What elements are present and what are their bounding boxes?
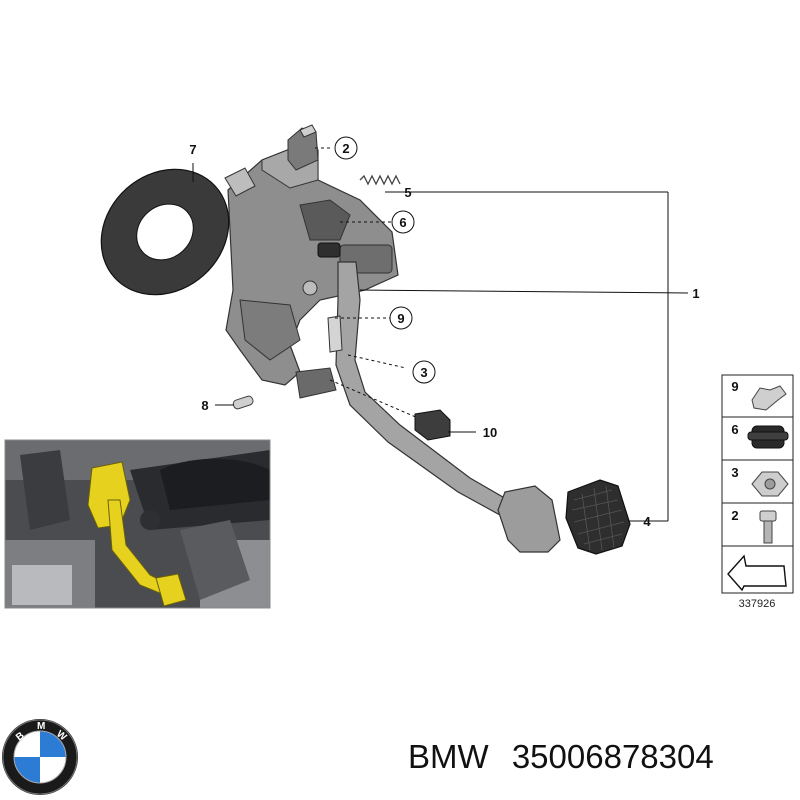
callout-2: 2 [342, 141, 349, 156]
callout-labels: 2 7 5 6 1 9 3 8 10 4 [189, 136, 700, 529]
clip-icon [751, 385, 787, 411]
washer-plate [100, 168, 230, 296]
callout-3: 3 [420, 365, 427, 380]
legend-number-9: 9 [731, 379, 738, 394]
sensor-block [414, 409, 451, 441]
callout-8: 8 [201, 398, 208, 413]
wedge-icon [727, 554, 787, 592]
parts-legend: 9 6 3 2 337926 [721, 374, 794, 610]
callout-6: 6 [399, 215, 406, 230]
callout-1: 1 [692, 286, 699, 301]
bolt-icon [759, 510, 777, 544]
legend-number-6: 6 [731, 422, 738, 437]
callout-9: 9 [397, 311, 404, 326]
pedal-assembly [100, 124, 631, 555]
part-number: 35006878304 [511, 738, 714, 775]
bolt-part [299, 124, 317, 138]
bushing [317, 242, 341, 258]
highlighted-pedal-pad [155, 573, 187, 607]
pin [232, 395, 254, 410]
return-spring [359, 174, 401, 186]
bushing-icon [747, 425, 789, 449]
callout-5: 5 [404, 185, 411, 200]
bmw-logo: B M W [2, 719, 78, 795]
vehicle-inset [4, 439, 271, 609]
footer-part-label: BMW 35006878304 [408, 738, 714, 776]
callout-7: 7 [189, 142, 196, 157]
callout-10: 10 [483, 425, 497, 440]
pedal-pad-base [497, 485, 561, 553]
hex-nut-icon [751, 471, 789, 497]
legend-number-2: 2 [731, 508, 738, 523]
diagram-number: 337926 [739, 598, 776, 610]
pedal-arm [335, 261, 509, 516]
svg-text:M: M [37, 721, 45, 732]
callout-4: 4 [643, 514, 651, 529]
clip [327, 315, 343, 353]
leader-lines [192, 147, 689, 522]
legend-number-3: 3 [731, 465, 738, 480]
brand-name: BMW [408, 738, 489, 775]
